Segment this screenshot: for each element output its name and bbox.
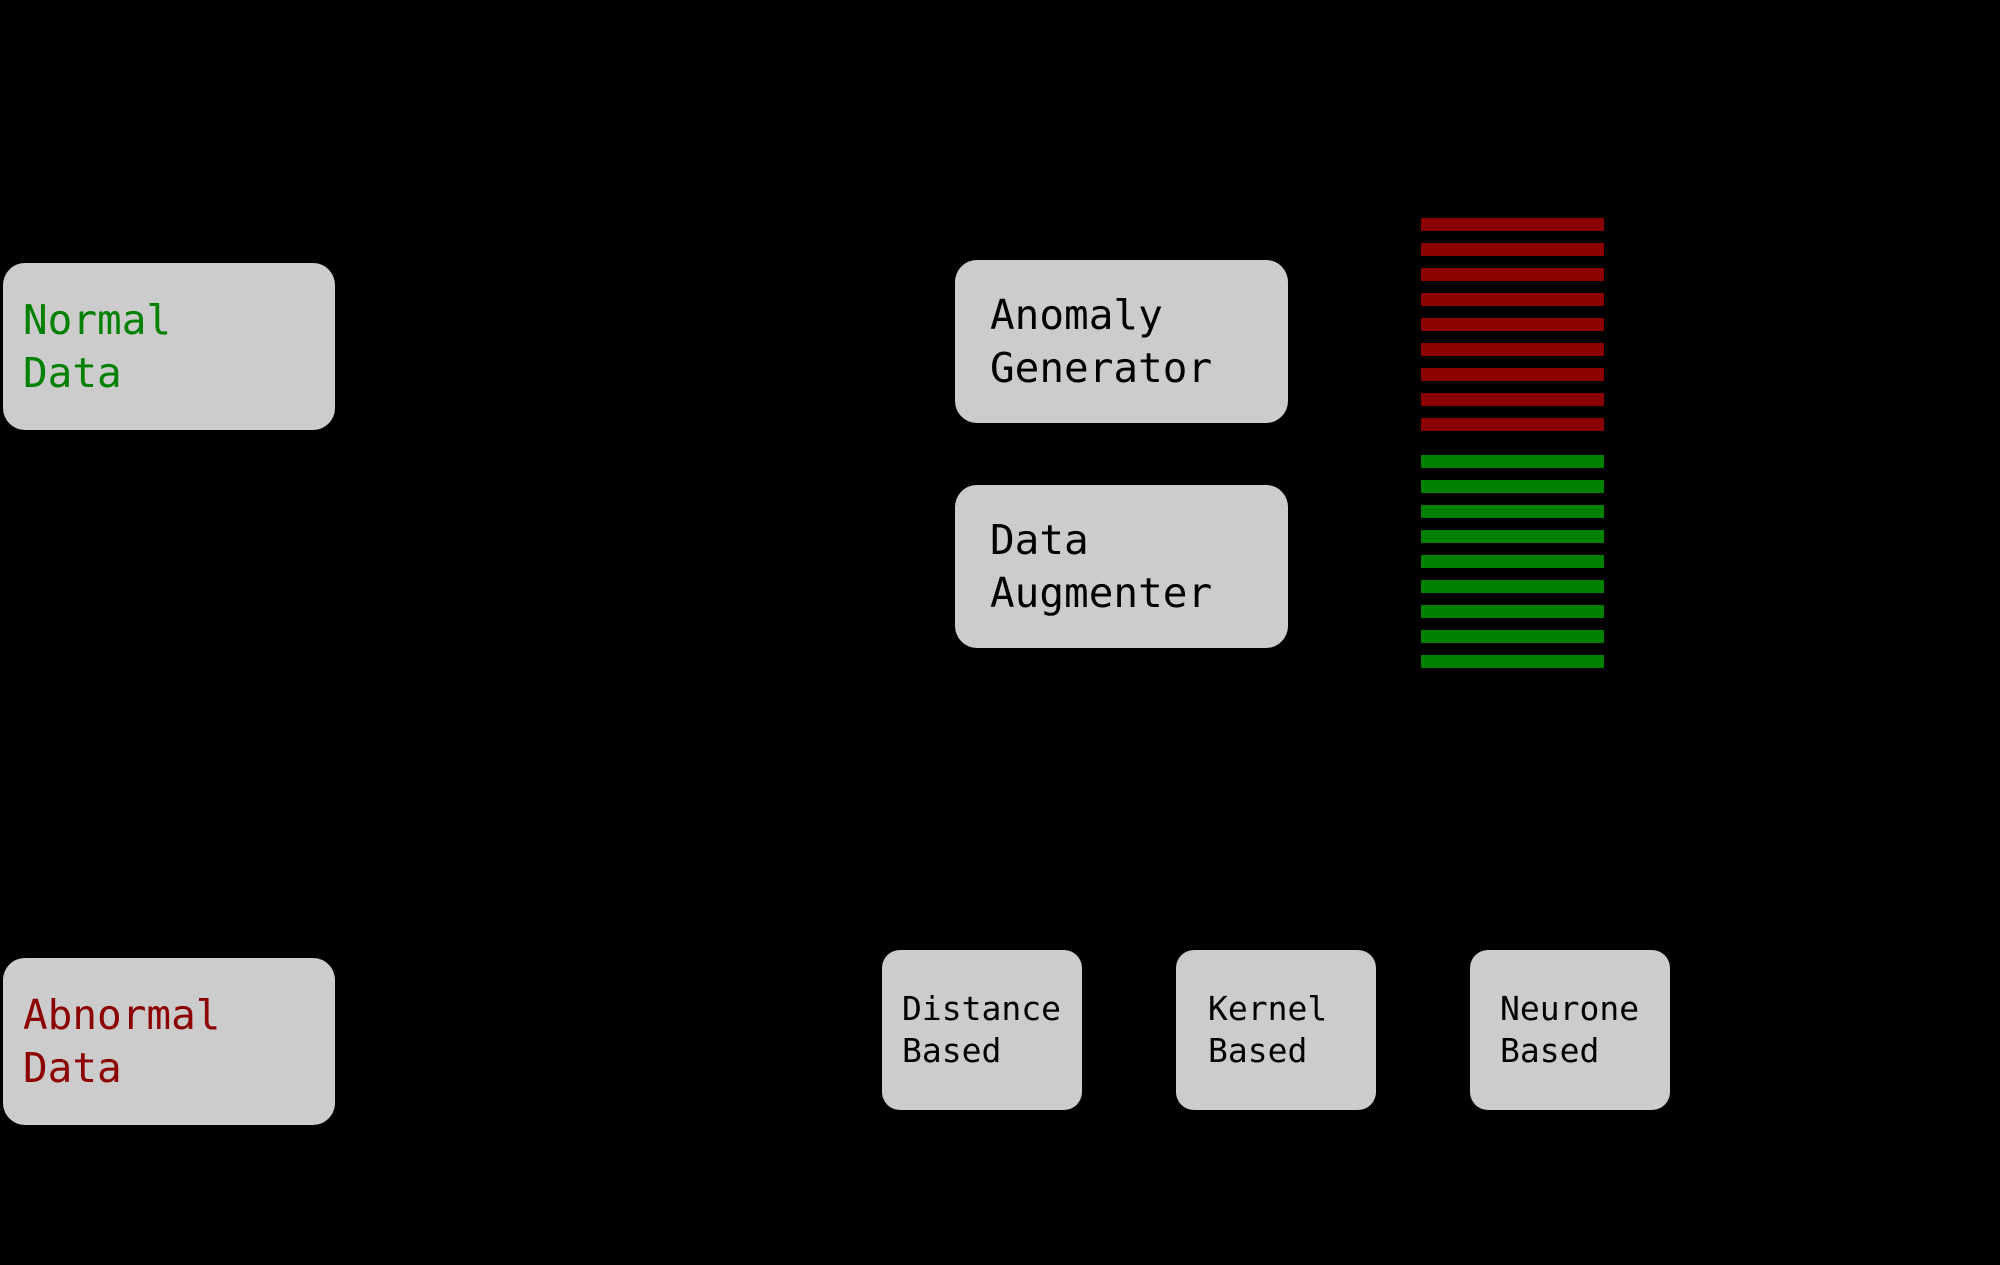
dataset-stripe-anomalous (1421, 268, 1604, 281)
dataset-stripe-normal (1421, 480, 1604, 493)
node-detector-neurone-based-line-2: Based (1500, 1031, 1600, 1070)
node-anomaly-generator-line-2: Generator (990, 343, 1213, 392)
node-data-augmenter-line-2: Augmenter (990, 568, 1213, 617)
dataset-stripe-normal (1421, 530, 1604, 543)
node-abnormal-data[interactable]: Abnormal Data (3, 958, 335, 1125)
node-detector-distance-based-line-2: Based (902, 1031, 1002, 1070)
dataset-stripe-anomalous (1421, 368, 1604, 381)
dataset-stripe-anomalous (1421, 218, 1604, 231)
dataset-stripe-anomalous (1421, 343, 1604, 356)
node-detector-distance-based-line-1: Distance (902, 988, 1061, 1028)
dataset-stripe-anomalous (1421, 293, 1604, 306)
dataset-stripe-normal (1421, 505, 1604, 518)
node-normal-data[interactable]: Normal Data (3, 263, 335, 430)
node-detector-kernel-based-line-1: Kernel (1208, 988, 1328, 1028)
dataset-stripe-normal (1421, 605, 1604, 618)
dataset-stripes-block (1421, 218, 1604, 678)
node-abnormal-data-line-1: Abnormal (23, 991, 221, 1040)
node-data-augmenter-line-1: Data (990, 516, 1089, 565)
dataset-stripe-anomalous (1421, 393, 1604, 406)
dataset-stripe-anomalous (1421, 418, 1604, 431)
node-abnormal-data-line-2: Data (23, 1043, 122, 1092)
dataset-stripe-anomalous (1421, 243, 1604, 256)
dataset-stripe-normal (1421, 655, 1604, 668)
node-anomaly-generator[interactable]: Anomaly Generator (955, 260, 1288, 423)
node-detector-distance-based[interactable]: Distance Based (882, 950, 1082, 1110)
dataset-stripe-normal (1421, 630, 1604, 643)
dataset-stripe-normal (1421, 580, 1604, 593)
node-detector-neurone-based-line-1: Neurone (1500, 988, 1640, 1028)
node-detector-kernel-based-line-2: Based (1208, 1031, 1308, 1070)
node-anomaly-generator-line-1: Anomaly (990, 291, 1163, 340)
node-normal-data-line-2: Data (23, 348, 122, 397)
node-detector-neurone-based[interactable]: Neurone Based (1470, 950, 1670, 1110)
dataset-stripe-anomalous (1421, 318, 1604, 331)
node-normal-data-line-1: Normal (23, 296, 172, 345)
dataset-stripe-normal (1421, 555, 1604, 568)
node-detector-kernel-based[interactable]: Kernel Based (1176, 950, 1376, 1110)
dataset-stripe-normal (1421, 455, 1604, 468)
node-data-augmenter[interactable]: Data Augmenter (955, 485, 1288, 648)
